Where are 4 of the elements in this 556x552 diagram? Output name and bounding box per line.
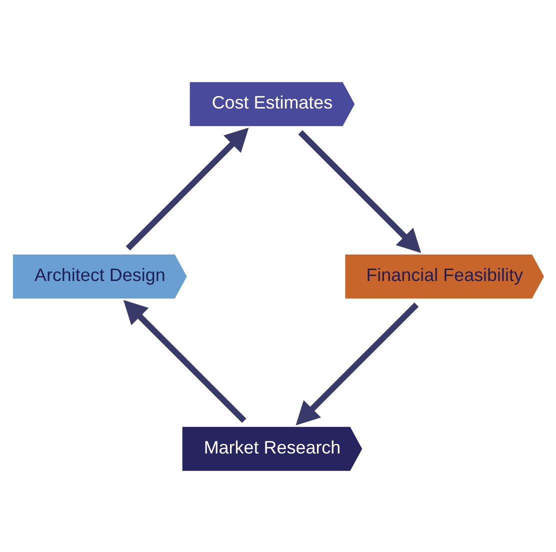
arrow: [295, 302, 418, 425]
arrow: [298, 130, 421, 252]
arrow: [125, 127, 248, 250]
arrow: [122, 300, 246, 422]
